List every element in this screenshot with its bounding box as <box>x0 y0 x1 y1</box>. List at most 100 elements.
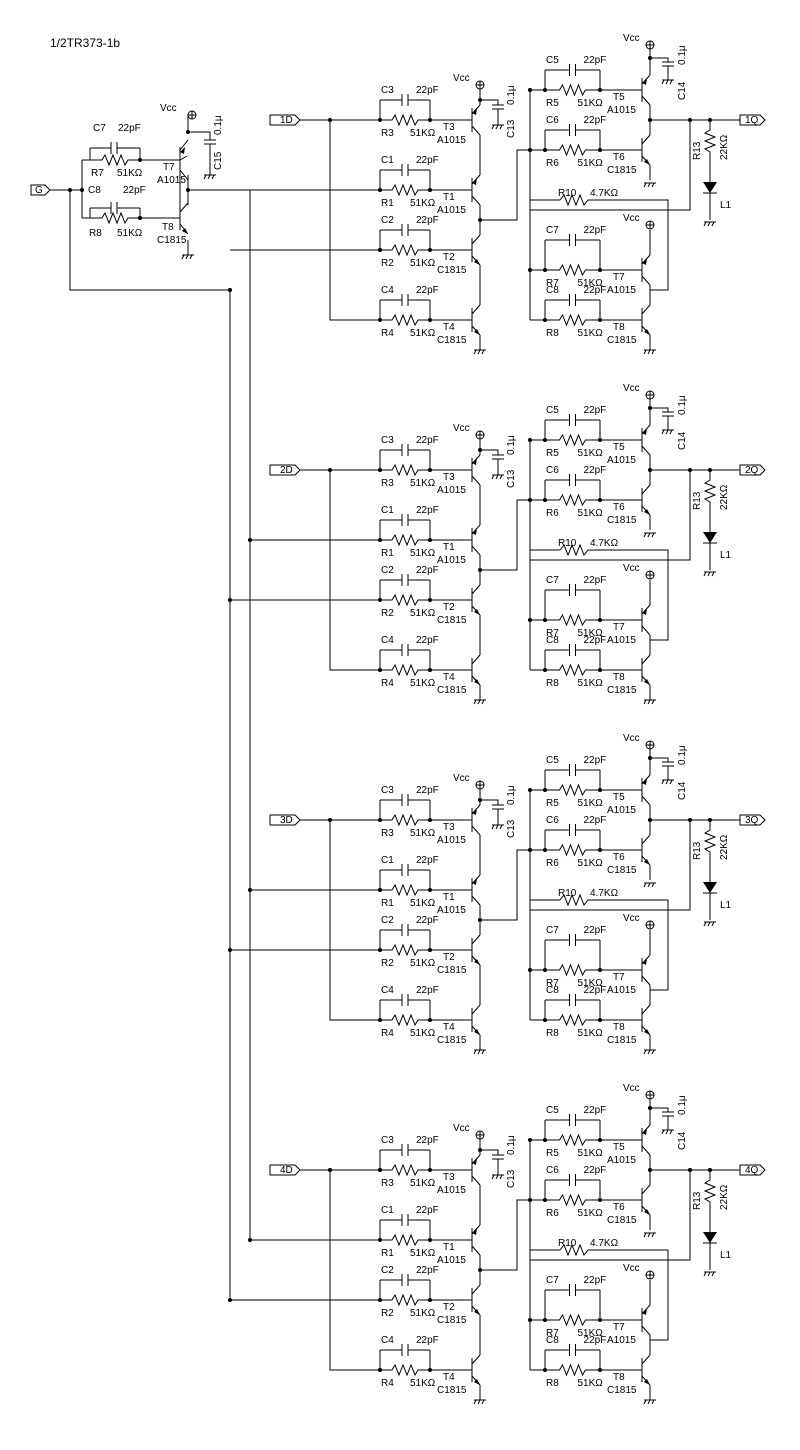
ground-symbol <box>661 429 674 435</box>
capacitor-c3-value: 22pF <box>416 85 439 96</box>
c13-value: 0.1μ <box>506 1135 517 1155</box>
c14-value: 0.1μ <box>677 395 688 415</box>
capacitor-c1-ref: C1 <box>381 1205 394 1216</box>
resistor-r3-value: 51KΩ <box>410 828 436 839</box>
capacitor-c8-ref: C8 <box>546 985 559 996</box>
input-port-label: G <box>35 185 43 196</box>
data-input-label: 2D <box>280 465 293 476</box>
resistor-r6-ref: R6 <box>546 158 559 169</box>
c13-value: 0.1μ <box>506 435 517 455</box>
resistor-r5-ref: R5 <box>546 448 559 459</box>
transistor-t5-type: A1015 <box>607 105 636 116</box>
r10-value: 4.7KΩ <box>590 188 619 199</box>
c8-value: 22pF <box>123 185 146 196</box>
transistor-t8-type: C1815 <box>607 1385 637 1396</box>
resistor-r4-value: 51KΩ <box>410 328 436 339</box>
capacitor-c4-value: 22pF <box>416 985 439 996</box>
vcc-label: Vcc <box>623 1083 640 1094</box>
vcc-label: Vcc <box>623 33 640 44</box>
transistor-t6-ref: T6 <box>613 502 625 513</box>
ground-symbol <box>643 532 656 538</box>
transistor-t8-ref: T8 <box>613 1022 625 1033</box>
r13-ref: R13 <box>692 491 703 510</box>
transistor-t1-ref: T1 <box>443 1242 455 1253</box>
vcc-symbol: Vcc <box>623 1263 655 1280</box>
vcc-symbol: Vcc <box>623 563 655 580</box>
capacitor-c7-ref: C7 <box>546 925 559 936</box>
resistor-r5-ref: R5 <box>546 1148 559 1159</box>
c14-ref: C14 <box>677 781 688 800</box>
resistor-r3-value: 51KΩ <box>410 128 436 139</box>
capacitor-c5-ref: C5 <box>546 405 559 416</box>
c14-value: 0.1μ <box>677 45 688 65</box>
r7-ref: R7 <box>91 168 104 179</box>
r10-ref: R10 <box>558 888 577 899</box>
capacitor-c7-value: 22pF <box>584 225 607 236</box>
capacitor-c8-ref: C8 <box>546 285 559 296</box>
c7-value: 22pF <box>118 123 141 134</box>
l1-ref: L1 <box>720 200 732 211</box>
vcc-label: Vcc <box>623 213 640 224</box>
transistor-t6-type: C1815 <box>607 515 637 526</box>
resistor-r4-ref: R4 <box>381 1378 394 1389</box>
capacitor-c4-value: 22pF <box>416 285 439 296</box>
c14-ref: C14 <box>677 431 688 450</box>
transistor-t3-type: A1015 <box>437 835 466 846</box>
transistor-t4-type: C1815 <box>437 1385 467 1396</box>
transistor-t7-ref: T7 <box>613 272 625 283</box>
ground-symbol <box>661 1129 674 1135</box>
ground-symbol <box>643 349 656 355</box>
vcc-label: Vcc <box>623 563 640 574</box>
c14-value: 0.1μ <box>677 1095 688 1115</box>
data-output-label: 4Q <box>745 1165 759 1176</box>
resistor-r5-ref: R5 <box>546 98 559 109</box>
resistor-r7-ref: R7 <box>546 978 559 989</box>
capacitor-c2-ref: C2 <box>381 565 394 576</box>
capacitor-c5-value: 22pF <box>584 1105 607 1116</box>
ground-symbol <box>491 824 504 830</box>
resistor-r3-ref: R3 <box>381 1178 394 1189</box>
transistor-t4-type: C1815 <box>437 685 467 696</box>
resistor-r2-ref: R2 <box>381 258 394 269</box>
capacitor-c4-value: 22pF <box>416 1335 439 1346</box>
data-input-label: 3D <box>280 815 293 826</box>
transistor-t5-ref: T5 <box>613 1142 625 1153</box>
r13-value: 22KΩ <box>719 834 730 860</box>
resistor-r8-ref: R8 <box>546 1378 559 1389</box>
resistor-r7-value: 51KΩ <box>578 628 604 639</box>
transistor-t7-type: A1015 <box>607 985 636 996</box>
vcc-label: Vcc <box>453 423 470 434</box>
data-output-port: 1Q <box>739 114 766 126</box>
data-output-label: 2Q <box>745 465 759 476</box>
resistor-r8-value: 51KΩ <box>578 1378 604 1389</box>
r13-ref: R13 <box>692 1191 703 1210</box>
capacitor-c6-value: 22pF <box>584 815 607 826</box>
r13-value: 22KΩ <box>719 1184 730 1210</box>
resistor-r1-value: 51KΩ <box>410 548 436 559</box>
transistor-t2-ref: T2 <box>443 252 455 263</box>
t7-ref: T7 <box>163 162 175 173</box>
